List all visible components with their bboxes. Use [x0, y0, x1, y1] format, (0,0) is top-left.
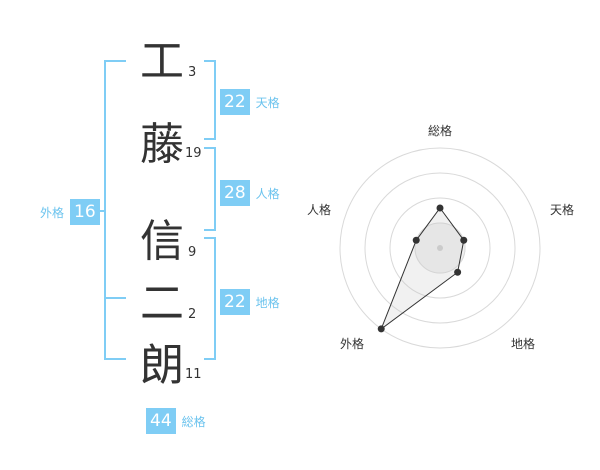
radar-label-tenkaku: 天格 — [550, 203, 575, 217]
jinkaku-bracket — [204, 147, 216, 231]
name-char-5: 朗 — [140, 340, 184, 391]
stroke-count-4: 2 — [188, 307, 197, 322]
gaikaku-badge: 16 外格 — [40, 199, 100, 225]
radar-label-chikaku: 地格 — [511, 337, 536, 351]
stroke-count-5: 11 — [185, 367, 202, 382]
name-char-1: 工 — [140, 36, 184, 87]
chikaku-bracket — [204, 237, 216, 360]
name-char-2: 藤 — [140, 119, 184, 170]
radar-point-2 — [454, 268, 462, 276]
chikaku-value: 22 — [220, 289, 250, 315]
stroke-count-3: 9 — [188, 245, 197, 260]
stroke-count-1: 3 — [188, 65, 197, 80]
radar-ring-2 — [389, 197, 491, 299]
name-char-3: 信 — [140, 216, 184, 267]
radar-center-dot — [437, 245, 443, 251]
stroke-count-2: 19 — [185, 146, 202, 161]
soukaku-badge: 44 総格 — [146, 408, 206, 434]
soukaku-label: 総格 — [181, 414, 206, 429]
jinkaku-badge: 28 人格 — [220, 180, 280, 206]
gaikaku-bracket-divider — [104, 297, 126, 299]
name-char-4: 二 — [140, 278, 184, 329]
jinkaku-label: 人格 — [255, 186, 280, 201]
gaikaku-value: 16 — [70, 199, 100, 225]
jinkaku-value: 28 — [220, 180, 250, 206]
tenkaku-badge: 22 天格 — [220, 89, 280, 115]
chikaku-badge: 22 地格 — [220, 289, 280, 315]
radar-label-jinkaku: 人格 — [307, 203, 332, 217]
gaikaku-connector — [98, 210, 104, 212]
radar-point-4 — [412, 236, 420, 244]
tenkaku-value: 22 — [220, 89, 250, 115]
radar-point-3 — [377, 325, 385, 333]
radar-point-0 — [436, 204, 444, 212]
chikaku-label: 地格 — [255, 295, 280, 310]
radar-label-soukaku: 総格 — [428, 124, 453, 138]
radar-ring-3 — [364, 172, 516, 324]
gaikaku-bracket — [104, 60, 126, 360]
radar-label-gaikaku: 外格 — [340, 337, 365, 351]
tenkaku-bracket — [204, 60, 216, 140]
soukaku-value: 44 — [146, 408, 176, 434]
radar-point-1 — [460, 236, 468, 244]
radar-series-polygon — [380, 207, 465, 331]
gaikaku-label: 外格 — [40, 205, 65, 220]
radar-ring-4 — [339, 147, 541, 349]
tenkaku-label: 天格 — [255, 95, 280, 110]
